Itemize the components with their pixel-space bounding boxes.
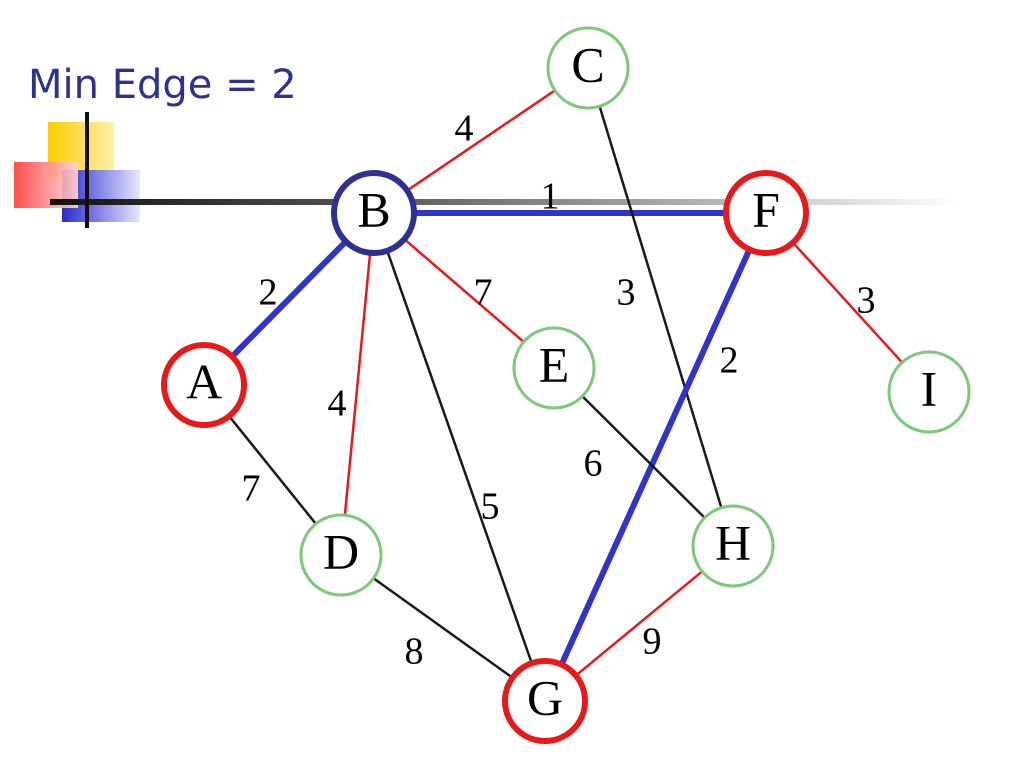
edge-weight-F-G: 2	[720, 340, 739, 382]
edge-weight-B-C: 4	[455, 108, 474, 150]
node-circle-G	[502, 658, 588, 744]
node-D: D	[299, 513, 383, 597]
edge-weights-layer: 4 1 3 2 7 3 2 4 6 7 5 8 9	[242, 108, 876, 673]
edge-F-I	[793, 242, 902, 363]
node-H: H	[691, 504, 775, 588]
edge-F-G	[559, 248, 752, 666]
node-label-F: F	[752, 181, 780, 237]
node-F: F	[723, 170, 809, 256]
node-G: G	[502, 658, 588, 744]
edge-G-H	[576, 571, 702, 676]
edge-A-B	[230, 239, 348, 359]
edge-weight-C-H: 3	[617, 272, 636, 314]
node-circle-C	[546, 26, 630, 110]
node-circle-A	[161, 342, 247, 428]
edges-layer	[229, 90, 902, 678]
edge-A-D	[229, 416, 316, 524]
node-circle-B	[331, 170, 417, 256]
slide-title: Min Edge = 2	[28, 62, 297, 108]
node-label-I: I	[921, 360, 938, 416]
node-circle-F	[723, 170, 809, 256]
node-label-B: B	[357, 181, 390, 237]
edge-E-H	[582, 396, 705, 518]
node-circle-D	[299, 513, 383, 597]
node-label-G: G	[527, 669, 563, 725]
node-label-D: D	[323, 523, 359, 579]
edge-weight-A-B: 2	[259, 272, 278, 314]
node-E: E	[512, 326, 596, 410]
node-C: C	[546, 26, 630, 110]
decorative-logo-icon	[14, 112, 960, 228]
edge-weight-D-G: 8	[405, 631, 424, 673]
edge-weight-B-E: 7	[474, 272, 493, 314]
edge-weight-B-D: 4	[328, 383, 347, 425]
edge-weight-E-H: 6	[584, 443, 603, 485]
nodes-layer: A B C D E F G H I	[161, 26, 971, 744]
edge-B-E	[404, 239, 524, 342]
edge-weight-F-I: 3	[857, 280, 876, 322]
edge-B-C	[407, 90, 555, 191]
edge-weight-B-G: 5	[481, 486, 500, 528]
node-I: I	[887, 350, 971, 434]
edge-B-D	[343, 253, 372, 515]
edge-C-H	[598, 106, 723, 508]
node-B: B	[331, 170, 417, 256]
node-label-C: C	[571, 36, 604, 92]
node-label-H: H	[715, 514, 751, 570]
node-label-E: E	[539, 336, 570, 392]
node-circle-H	[691, 504, 775, 588]
node-circle-I	[887, 350, 971, 434]
edge-weight-B-F: 1	[541, 176, 560, 218]
node-A: A	[161, 342, 247, 428]
edge-weight-A-D: 7	[242, 468, 261, 510]
node-circle-E	[512, 326, 596, 410]
node-label-A: A	[186, 353, 222, 409]
edge-weight-G-H: 9	[643, 621, 662, 663]
edge-B-G	[386, 251, 533, 663]
edge-D-G	[373, 578, 513, 678]
